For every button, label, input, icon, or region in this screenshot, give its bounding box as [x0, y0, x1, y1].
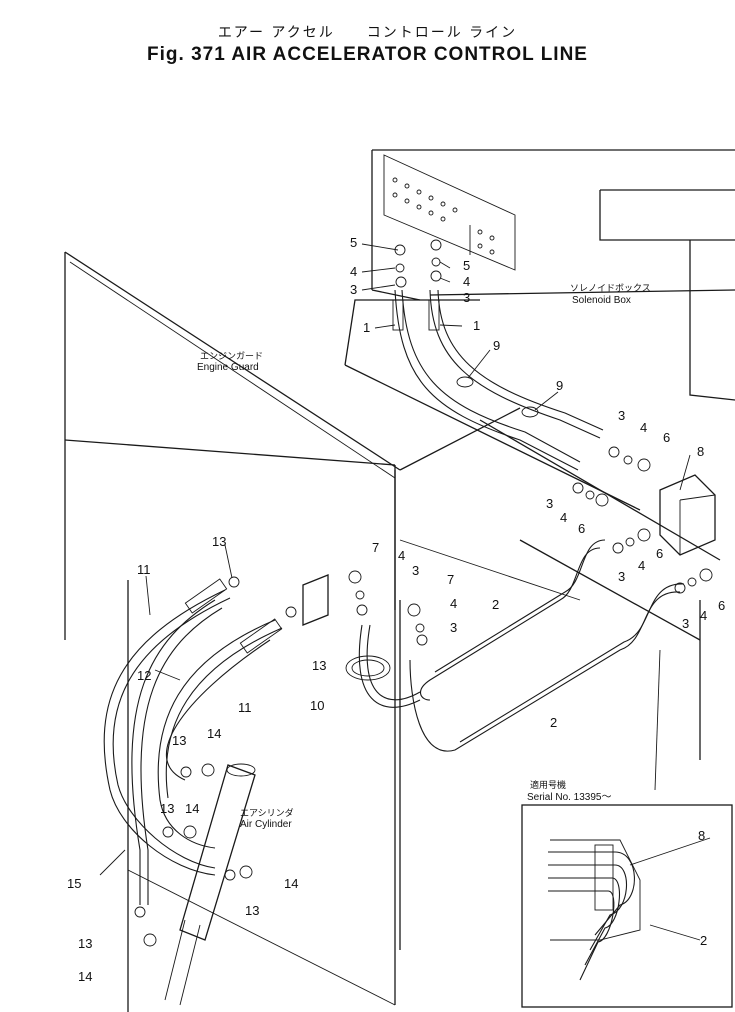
callout-14: 14: [185, 801, 199, 816]
callout-13: 13: [212, 534, 226, 549]
component-labels: ソレノイドボックス Solenoid Box エンジンガード Engine Gu…: [197, 283, 651, 830]
callout-4: 4: [560, 510, 567, 525]
figure-title: Fig. 371 AIR ACCELERATOR CONTROL LINE: [147, 44, 588, 65]
solenoid-box-label-jp: ソレノイドボックス: [570, 283, 651, 294]
serial-note-jp: 適用号機: [530, 779, 566, 791]
callout-1: 1: [473, 318, 480, 333]
solenoid-box: [371, 149, 735, 401]
callout-2: 2: [700, 933, 707, 948]
clamp-9: [456, 376, 539, 418]
callout-12: 12: [137, 668, 151, 683]
callout-14: 14: [78, 969, 92, 984]
engine-guard-label: Engine Guard: [197, 362, 259, 373]
engine-guard-frame: [64, 251, 721, 1012]
bracket-plate: [302, 574, 329, 626]
callout-3: 3: [412, 563, 419, 578]
callout-14: 14: [284, 876, 298, 891]
callout-5: 5: [350, 235, 357, 250]
junction-block-8: [659, 474, 716, 556]
callout-13: 13: [160, 801, 174, 816]
callout-3: 3: [618, 408, 625, 423]
callout-4: 4: [450, 596, 457, 611]
callout-7: 7: [447, 572, 454, 587]
title-japanese: エアー アクセル コントロール ライン: [217, 25, 518, 41]
callout-4: 4: [640, 420, 647, 435]
hose-1-pair: [392, 289, 604, 471]
callout-8: 8: [697, 444, 704, 459]
solenoid-box-label: Solenoid Box: [572, 295, 631, 306]
solenoid-port-holes: [392, 177, 495, 255]
callout-2: 2: [492, 597, 499, 612]
callout-3: 3: [463, 290, 470, 305]
hose-11-12-set: [103, 578, 283, 905]
air-cylinder-label-jp: エアシリンダ: [240, 807, 294, 819]
callout-7: 7: [372, 540, 379, 555]
pipe-2-set: [358, 539, 685, 752]
callout-4: 4: [463, 274, 470, 289]
callout-5: 5: [463, 258, 470, 273]
callout-8: 8: [698, 828, 705, 843]
callout-6: 6: [578, 521, 585, 536]
callout-13: 13: [245, 903, 259, 918]
callout-3: 3: [546, 496, 553, 511]
callout-13: 13: [78, 936, 92, 951]
callout-14: 14: [207, 726, 221, 741]
callout-10: 10: [310, 698, 324, 713]
callout-13: 13: [312, 658, 326, 673]
callout-4: 4: [350, 264, 357, 279]
callout-9: 9: [493, 338, 500, 353]
callout-4: 4: [398, 548, 405, 563]
callout-6: 6: [656, 546, 663, 561]
callout-4: 4: [638, 558, 645, 573]
callout-13: 13: [172, 733, 186, 748]
callout-3: 3: [618, 569, 625, 584]
callout-3: 3: [682, 616, 689, 631]
callout-4: 4: [700, 608, 707, 623]
callout-3: 3: [450, 620, 457, 635]
callout-11: 11: [137, 562, 151, 577]
part-callouts: 5 4 3 1 5 4 3 1 9 9 3 4 6 8 3 4 6 6 4 3 …: [67, 235, 725, 984]
callout-11: 11: [238, 700, 252, 715]
callout-6: 6: [663, 430, 670, 445]
engine-guard-label-jp: エンジンガード: [200, 351, 263, 362]
clamp-10: [345, 655, 391, 681]
air-cylinder-label: Air Cylinder: [240, 819, 292, 830]
callout-1: 1: [363, 320, 370, 335]
callout-9: 9: [556, 378, 563, 393]
callout-2: 2: [550, 715, 557, 730]
fittings: [134, 239, 713, 947]
callout-15: 15: [67, 876, 81, 891]
leader-lines: [99, 243, 711, 941]
air-cylinder: [164, 763, 256, 1006]
callout-6: 6: [718, 598, 725, 613]
inset-detail-box: [521, 804, 733, 1008]
callout-3: 3: [350, 282, 357, 297]
serial-note: Serial No. 13395～: [527, 792, 612, 803]
